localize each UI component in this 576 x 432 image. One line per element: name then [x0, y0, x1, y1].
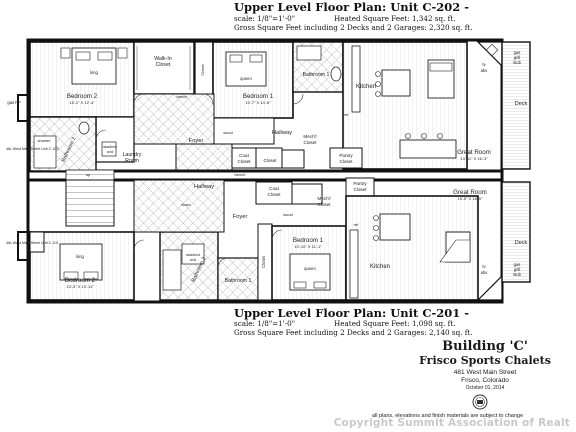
- label-ref-lower: ref: [354, 222, 360, 227]
- label-shower-upper: shower: [38, 138, 52, 143]
- label-queen-lower: queen: [304, 266, 316, 271]
- label-hallway-lower: Hallway: [194, 184, 214, 190]
- label-mech-upper-2: Closet: [303, 140, 317, 145]
- label-walkin-closet-2: Closet: [156, 62, 171, 68]
- label-bedroom-2-upper: Bedroom 2: [67, 93, 98, 100]
- label-bedroom-2-lower-dim: 13'-3" X 10'-11": [66, 284, 94, 289]
- label-great-room-upper-dim: 13'-11" X 16'-3": [460, 156, 488, 161]
- label-pantry-lower-2: Closet: [353, 187, 367, 192]
- label-deck-lower: Deck: [515, 240, 528, 246]
- label-wood-lower: wood: [283, 212, 293, 217]
- label-up-stair: up: [86, 172, 91, 177]
- label-gas-grill-upper: gas: [514, 50, 521, 55]
- label-ref-upper: ref: [344, 112, 350, 117]
- disclaimer-text: all plans, elevations and finish materia…: [372, 413, 524, 419]
- label-great-room-lower-dim: 15'-5" X 18'-0": [457, 196, 483, 201]
- label-bathroom-1-lower: Bathroom 1: [225, 278, 252, 284]
- copyright-watermark: Copyright Summit Association of Realt: [333, 417, 570, 429]
- label-queen-upper: queen: [240, 76, 252, 81]
- label-foyer-upper: Foyer: [189, 138, 204, 144]
- building-name: Building 'C': [442, 339, 528, 354]
- label-mech-upper: Mech'l: [303, 134, 316, 139]
- note-adjacent-upper: 46c West Main Street Unit C-103: [6, 147, 58, 151]
- label-bench-lower: bench: [235, 172, 246, 177]
- upper-unit-scale: scale: 1/8"=1'-0": [234, 14, 296, 23]
- project-date: October 01, 2014: [465, 385, 505, 391]
- label-kitchen-lower: Kitchen: [370, 264, 390, 270]
- label-closet-upper: Closet: [263, 158, 277, 163]
- label-hallway-upper: Hallway: [272, 130, 292, 136]
- label-tv-upper: tv: [482, 62, 486, 67]
- label-bedroom-1-lower-dim: 10'-10" X 11'-1": [294, 244, 322, 249]
- label-coat-upper-2: Closet: [237, 159, 251, 164]
- label-king-upper: king: [90, 70, 98, 75]
- adjacent-unit-notes: 46c West Main Street Unit C-103 46c West…: [6, 147, 58, 245]
- lower-unit-title: Upper Level Floor Plan: Unit C-201 -: [234, 306, 470, 320]
- label-stacked-lower: stacked: [186, 252, 200, 257]
- upper-unit-plan: [29, 41, 531, 181]
- label-tv-abv-upper: abv: [481, 68, 489, 73]
- label-king-lower: king: [76, 254, 84, 259]
- project-address: 481 West Main Street: [453, 369, 517, 376]
- upper-unit-room-labels: Bedroom 2 15'-1" X 12'-4" king Walk-In C…: [7, 50, 527, 207]
- note-adjacent-lower: 46c West Main Street Unit C-101: [6, 241, 58, 245]
- label-coat-upper: Coat: [239, 153, 249, 158]
- label-deck-upper: Deck: [515, 101, 528, 107]
- label-gas-grill-upper-3: stub: [513, 60, 522, 65]
- label-stacked-upper-2: w/d: [107, 149, 113, 154]
- label-walkin-closet: Walk-In: [154, 56, 172, 62]
- label-gas-grill-lower-3: stub: [513, 272, 522, 277]
- label-pantry-upper: Pantry: [339, 153, 353, 158]
- label-mech-lower-2: Closet: [317, 202, 331, 207]
- lower-unit-heated-sqft: Heated Square Feet: 1,098 sq. ft.: [334, 319, 456, 328]
- label-stacked-upper: stacked: [103, 144, 117, 149]
- project-name: Frisco Sports Chalets: [419, 354, 551, 367]
- label-great-room-lower: Great Room: [453, 189, 487, 196]
- label-down-stair: down: [181, 202, 191, 207]
- upper-unit-heated-sqft: Heated Square Feet: 1,342 sq. ft.: [334, 14, 456, 23]
- label-gas-fp-upper: gas FP: [7, 100, 20, 105]
- label-foyer-lower: Foyer: [233, 214, 248, 220]
- label-bedroom-1-lower: Bedroom 1: [293, 237, 324, 244]
- upper-unit-title: Upper Level Floor Plan: Unit C-202 -: [234, 0, 470, 14]
- label-coat-lower: Coat: [269, 186, 279, 191]
- lower-unit-gross-sqft: Gross Square Feet including 2 Decks and …: [234, 328, 473, 337]
- lower-unit-scale: scale: 1/8"=1'-0": [234, 319, 296, 328]
- label-bathroom-1-upper: Bathroom 1: [303, 72, 330, 78]
- label-bedroom-1-upper-dim: 10'-7" X 14'-6": [245, 100, 271, 105]
- label-kitchen-upper: Kitchen: [356, 84, 376, 90]
- label-closet-lower: Closet: [261, 255, 266, 268]
- label-mech-lower: Mech'l: [317, 196, 330, 201]
- label-coat-lower-2: Closet: [267, 192, 281, 197]
- upper-unit-gross-sqft: Gross Square Feet including 2 Decks and …: [234, 23, 473, 32]
- label-bedroom-2-lower: Bedroom 2: [65, 277, 96, 284]
- label-gas-grill-upper-2: grill: [514, 55, 521, 60]
- label-gas-grill-lower: gas: [514, 262, 521, 267]
- label-tv-lower: tv: [482, 264, 486, 269]
- label-gas-grill-lower-2: grill: [514, 267, 521, 272]
- label-laundry-upper-2: Room: [125, 158, 139, 164]
- label-tv-abv-lower: abv: [481, 270, 489, 275]
- label-bedroom-1-upper: Bedroom 1: [243, 93, 274, 100]
- label-laundry-upper: Laundry: [123, 152, 142, 158]
- label-bench-upper: bench: [177, 94, 188, 99]
- project-city: Frisco, Colorado: [461, 377, 509, 384]
- label-pantry-upper-2: Closet: [339, 159, 353, 164]
- label-closet-strip: Closet: [200, 63, 205, 75]
- label-stacked-lower-2: w/d: [190, 257, 196, 262]
- label-great-room-upper: Great Room: [457, 149, 491, 156]
- label-wood-upper: wood: [223, 130, 233, 135]
- label-bedroom-2-upper-dim: 15'-1" X 12'-4": [69, 100, 95, 105]
- architect-seal-icon: [472, 394, 488, 410]
- label-pantry-lower: Pantry: [353, 181, 367, 186]
- lower-unit-plan: [29, 177, 531, 301]
